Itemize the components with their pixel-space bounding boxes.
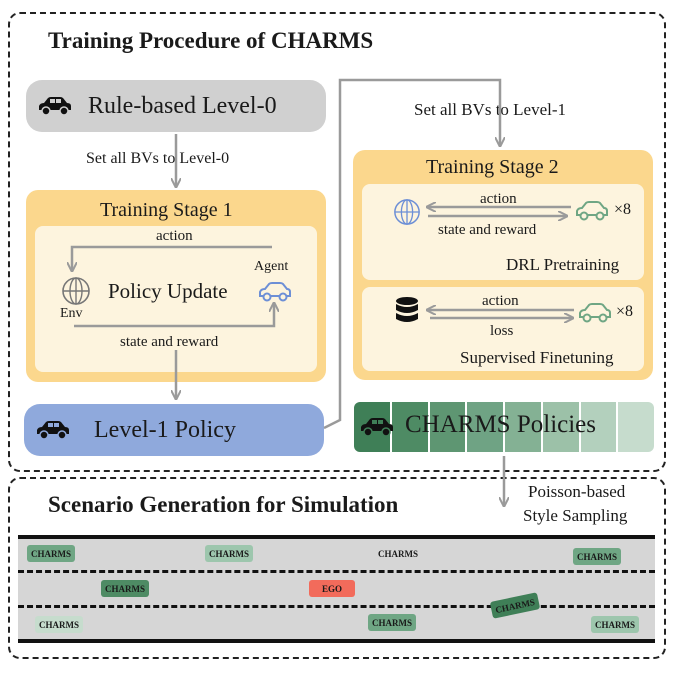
- drl-multiplier: ×8: [614, 201, 632, 218]
- charms-policies-label: CHARMS Policies: [405, 411, 597, 438]
- sft-car-icon: [579, 303, 611, 323]
- arrow-stage1-state: [74, 304, 274, 328]
- sampling-line1: Poisson-based: [528, 482, 626, 501]
- policy-tile: [618, 402, 654, 452]
- charms-policies-strip: [354, 402, 654, 452]
- rule-based-label: Rule-based Level-0: [88, 92, 277, 119]
- road-car: CHARMS: [374, 545, 422, 562]
- level1-policy-box: Level-1 Policy: [24, 404, 324, 456]
- lane-divider: [18, 570, 655, 573]
- level1-policy-label: Level-1 Policy: [94, 416, 236, 443]
- ego-car: EGO: [309, 580, 355, 597]
- stage1-action-label: action: [156, 228, 193, 244]
- set-bv-level0-label: Set all BVs to Level-0: [86, 150, 230, 167]
- training-title: Training Procedure of CHARMS: [48, 28, 374, 53]
- agent-car-icon: [259, 282, 291, 302]
- stage2-title: Training Stage 2: [426, 156, 559, 178]
- set-bv-level1-label: Set all BVs to Level-1: [414, 100, 567, 119]
- globe-icon: [394, 199, 420, 225]
- database-icon: [396, 297, 418, 322]
- road-car: CHARMS: [27, 545, 75, 562]
- car-icon: [361, 418, 393, 437]
- training-panel: [8, 12, 666, 472]
- supervised-finetuning-label: Supervised Finetuning: [460, 348, 614, 367]
- policy-tile: [542, 402, 579, 452]
- sft-action-label: action: [482, 293, 519, 309]
- agent-label: Agent: [254, 259, 289, 274]
- arrow-stage1-action: [72, 245, 272, 270]
- sft-loss-label: loss: [490, 323, 514, 339]
- policy-tile: [505, 402, 541, 452]
- policy-tile: [429, 402, 466, 452]
- road-car: CHARMS: [205, 545, 253, 562]
- drl-pretraining-label: DRL Pretraining: [506, 255, 620, 274]
- road-car: CHARMS: [35, 616, 83, 633]
- sft-multiplier: ×8: [616, 303, 634, 320]
- lane-divider: [18, 605, 655, 608]
- policy-tile: [467, 402, 503, 452]
- drl-car-icon: [576, 201, 608, 221]
- stage1-state-reward-label: state and reward: [120, 334, 219, 350]
- road-car: CHARMS: [101, 580, 149, 597]
- rule-based-level0-box: Rule-based Level-0: [26, 80, 326, 132]
- road-car: CHARMS: [591, 616, 639, 633]
- car-icon: [39, 97, 71, 116]
- road-car: CHARMS: [368, 614, 416, 631]
- generation-panel: [8, 477, 666, 659]
- drl-action-label: action: [480, 191, 517, 207]
- road-car: CHARMS: [573, 548, 621, 565]
- policy-tile: [391, 402, 428, 452]
- car-icon: [37, 421, 69, 440]
- drl-state-reward-label: state and reward: [438, 222, 537, 238]
- policy-tile: [580, 402, 617, 452]
- policy-update-label: Policy Update: [108, 279, 228, 303]
- stage1-title: Training Stage 1: [100, 199, 233, 221]
- generation-title: Scenario Generation for Simulation: [48, 492, 399, 517]
- env-label: Env: [60, 306, 83, 321]
- globe-icon: [62, 277, 90, 305]
- arrow-level1-to-stage2: [323, 78, 500, 430]
- sampling-line2: Style Sampling: [523, 506, 628, 525]
